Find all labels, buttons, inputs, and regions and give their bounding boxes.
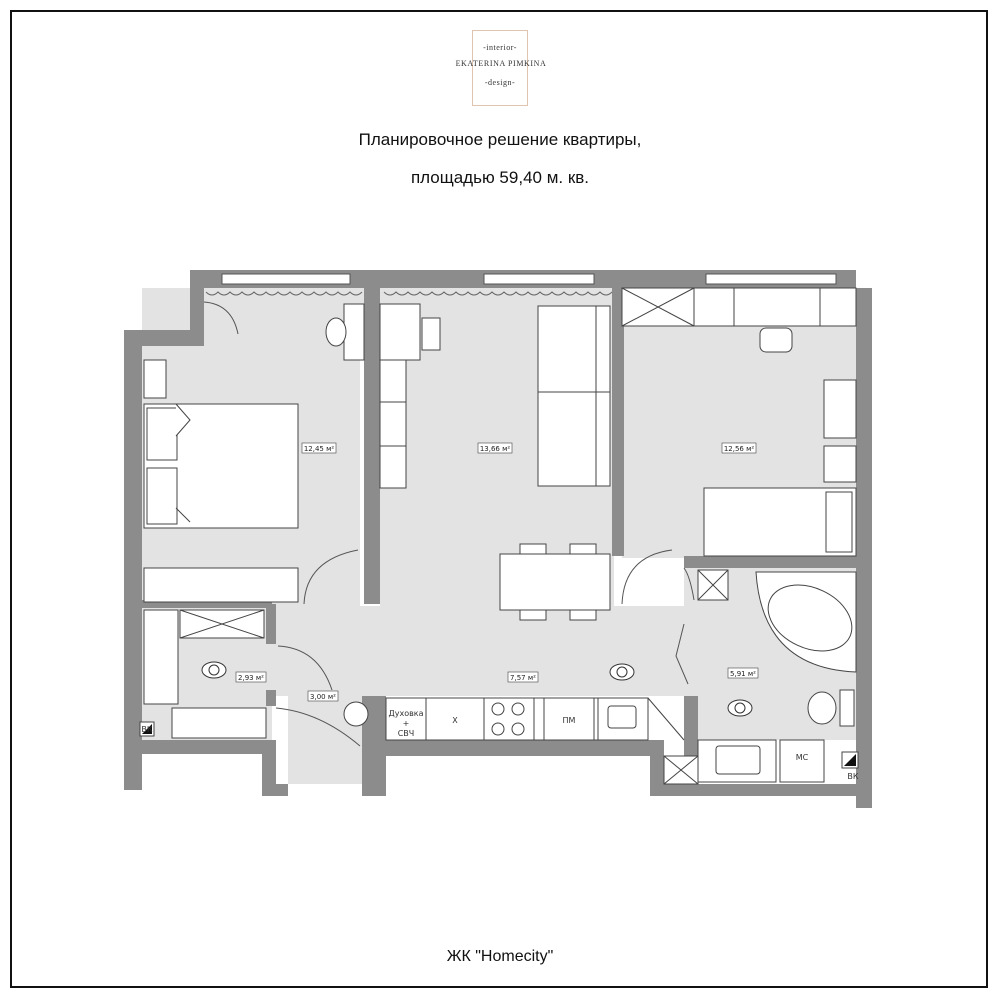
doors — [203, 301, 695, 747]
chair — [569, 543, 597, 555]
area-label-bathroom: 5,91 м² — [730, 670, 756, 678]
round-table — [343, 701, 369, 727]
chair — [421, 317, 441, 351]
toilet — [807, 691, 837, 725]
logo-line-name: EKATERINA PIMKINA — [455, 59, 547, 68]
shelving — [143, 609, 179, 705]
hob — [483, 697, 535, 741]
entry-door-swing — [275, 707, 361, 747]
chair — [519, 609, 547, 621]
area-label-living: 13,66 м² — [480, 445, 511, 453]
desk-left — [343, 303, 365, 361]
curtains — [205, 291, 613, 296]
bath-door — [675, 623, 689, 685]
blanket-fold — [175, 403, 191, 523]
area-label-bedroom-left: 12,45 м² — [304, 445, 335, 453]
balcony-door-swing — [203, 301, 239, 335]
person-figure — [609, 663, 635, 681]
tv-cabinet — [379, 359, 407, 489]
chair — [519, 543, 547, 555]
microwave-label: СВЧ — [398, 729, 415, 738]
brand-logo: -interior- EKATERINA PIMKINA -design- — [456, 30, 546, 106]
wardrobe-left — [143, 567, 299, 603]
office-chair — [759, 327, 793, 353]
person-figure — [201, 661, 227, 679]
wardrobe-door-swing — [277, 645, 333, 691]
project-name: ЖК "Homecity" — [446, 948, 554, 965]
area-labels: 12,45 м² 13,66 м² 12,56 м² 2,93 м² 3,00 … — [235, 442, 759, 702]
pillow — [146, 407, 178, 461]
person-figure — [727, 699, 753, 717]
chair — [569, 609, 597, 621]
bedroom-door-swing — [303, 549, 359, 605]
washer-label: МС — [796, 753, 809, 762]
dining-table — [499, 553, 611, 611]
area-label-wardrobe: 2,93 м² — [238, 674, 264, 682]
page-frame — [10, 10, 988, 988]
shoe-rack — [171, 707, 267, 739]
area-label-bedroom-right: 12,56 м² — [724, 445, 755, 453]
bedroom-door-swing — [621, 549, 673, 605]
walls — [124, 270, 872, 808]
plan-title: Планировочное решение квартиры, — [358, 130, 642, 149]
plan-subtitle: площадью 59,40 м. кв. — [410, 168, 590, 187]
logo-line-interior: -interior- — [483, 43, 517, 52]
work-desk — [693, 287, 857, 327]
bathtub-basin — [767, 584, 853, 652]
dishwasher — [543, 697, 595, 741]
human-figures — [201, 661, 753, 717]
nightstand — [143, 359, 167, 399]
shelf — [823, 379, 857, 439]
riser-left-label: ВК — [141, 725, 152, 734]
area-label-corridor: 7,57 м² — [510, 674, 536, 682]
sofa-cushion — [537, 305, 611, 393]
fridge — [425, 697, 485, 741]
riser-right-label: ВК — [847, 772, 858, 781]
oven-plus-label: + — [403, 719, 410, 728]
washing-machine — [779, 739, 825, 783]
windows — [221, 273, 837, 285]
pillow — [825, 491, 853, 553]
pillow — [146, 467, 178, 525]
logo-line-design: -design- — [484, 78, 516, 87]
toilet-tank — [839, 689, 855, 727]
oven-label: Духовка — [388, 709, 423, 718]
fridge-label: Х — [452, 716, 458, 725]
fixture-labels: Духовка + СВЧ Х ПМ МС ВК ВК — [141, 709, 858, 781]
desk-right — [379, 303, 421, 361]
nightstand — [823, 445, 857, 483]
furniture — [139, 287, 859, 785]
dishwasher-label: ПМ — [563, 716, 576, 725]
area-label-hall: 3,00 м² — [310, 693, 336, 701]
chair — [325, 317, 347, 347]
bath-door-swing — [683, 567, 695, 601]
